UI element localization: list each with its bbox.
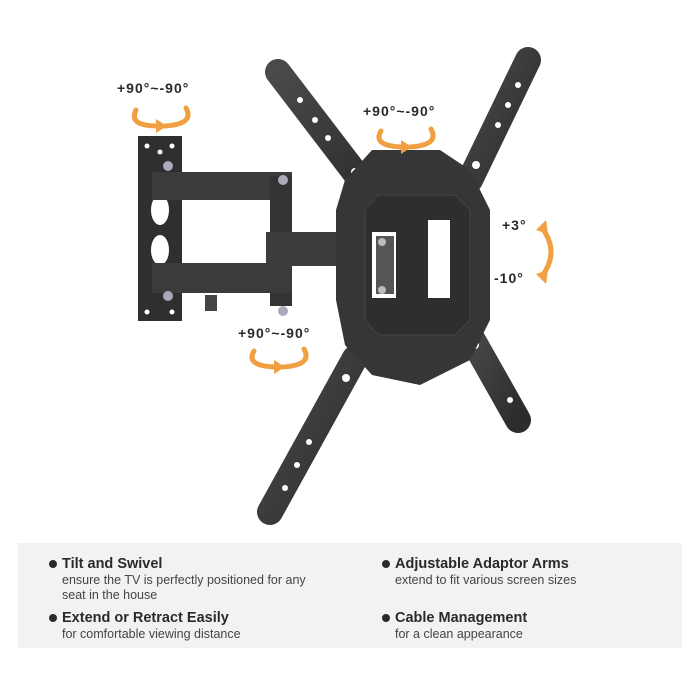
feature-desc: ensure the TV is perfectly positioned fo… (62, 573, 306, 602)
tilt-down-label: -10° (494, 270, 524, 286)
head-swivel-label: +90°~-90° (363, 103, 436, 119)
wall-swivel-label: +90°~-90° (117, 80, 190, 96)
feature-desc: for a clean appearance (395, 627, 523, 641)
feature-desc: extend to fit various screen sizes (395, 573, 577, 587)
swivel-arrow-icon (376, 126, 436, 150)
arm-swivel-label: +90°~-90° (238, 325, 311, 341)
rotation-arrows (131, 105, 554, 370)
tilt-up-label: +3° (502, 217, 527, 233)
swivel-arrow-icon (249, 346, 309, 370)
bullet-icon (49, 614, 57, 622)
feature-title: Extend or Retract Easily (62, 610, 229, 626)
tilt-arrow-icon (539, 225, 554, 279)
feature-title: Adjustable Adaptor Arms (395, 556, 569, 572)
feature-title: Tilt and Swivel (62, 556, 163, 572)
tv-mount-illustration (131, 47, 554, 525)
bullet-icon (382, 614, 390, 622)
feature-desc: for comfortable viewing distance (62, 627, 241, 641)
features-panel: Tilt and Swivel ensure the TV is perfect… (18, 543, 682, 648)
bullet-icon (382, 560, 390, 568)
bullet-icon (49, 560, 57, 568)
swivel-arrow-icon (131, 105, 191, 129)
wall-plate (138, 136, 182, 321)
feature-title: Cable Management (395, 610, 528, 626)
